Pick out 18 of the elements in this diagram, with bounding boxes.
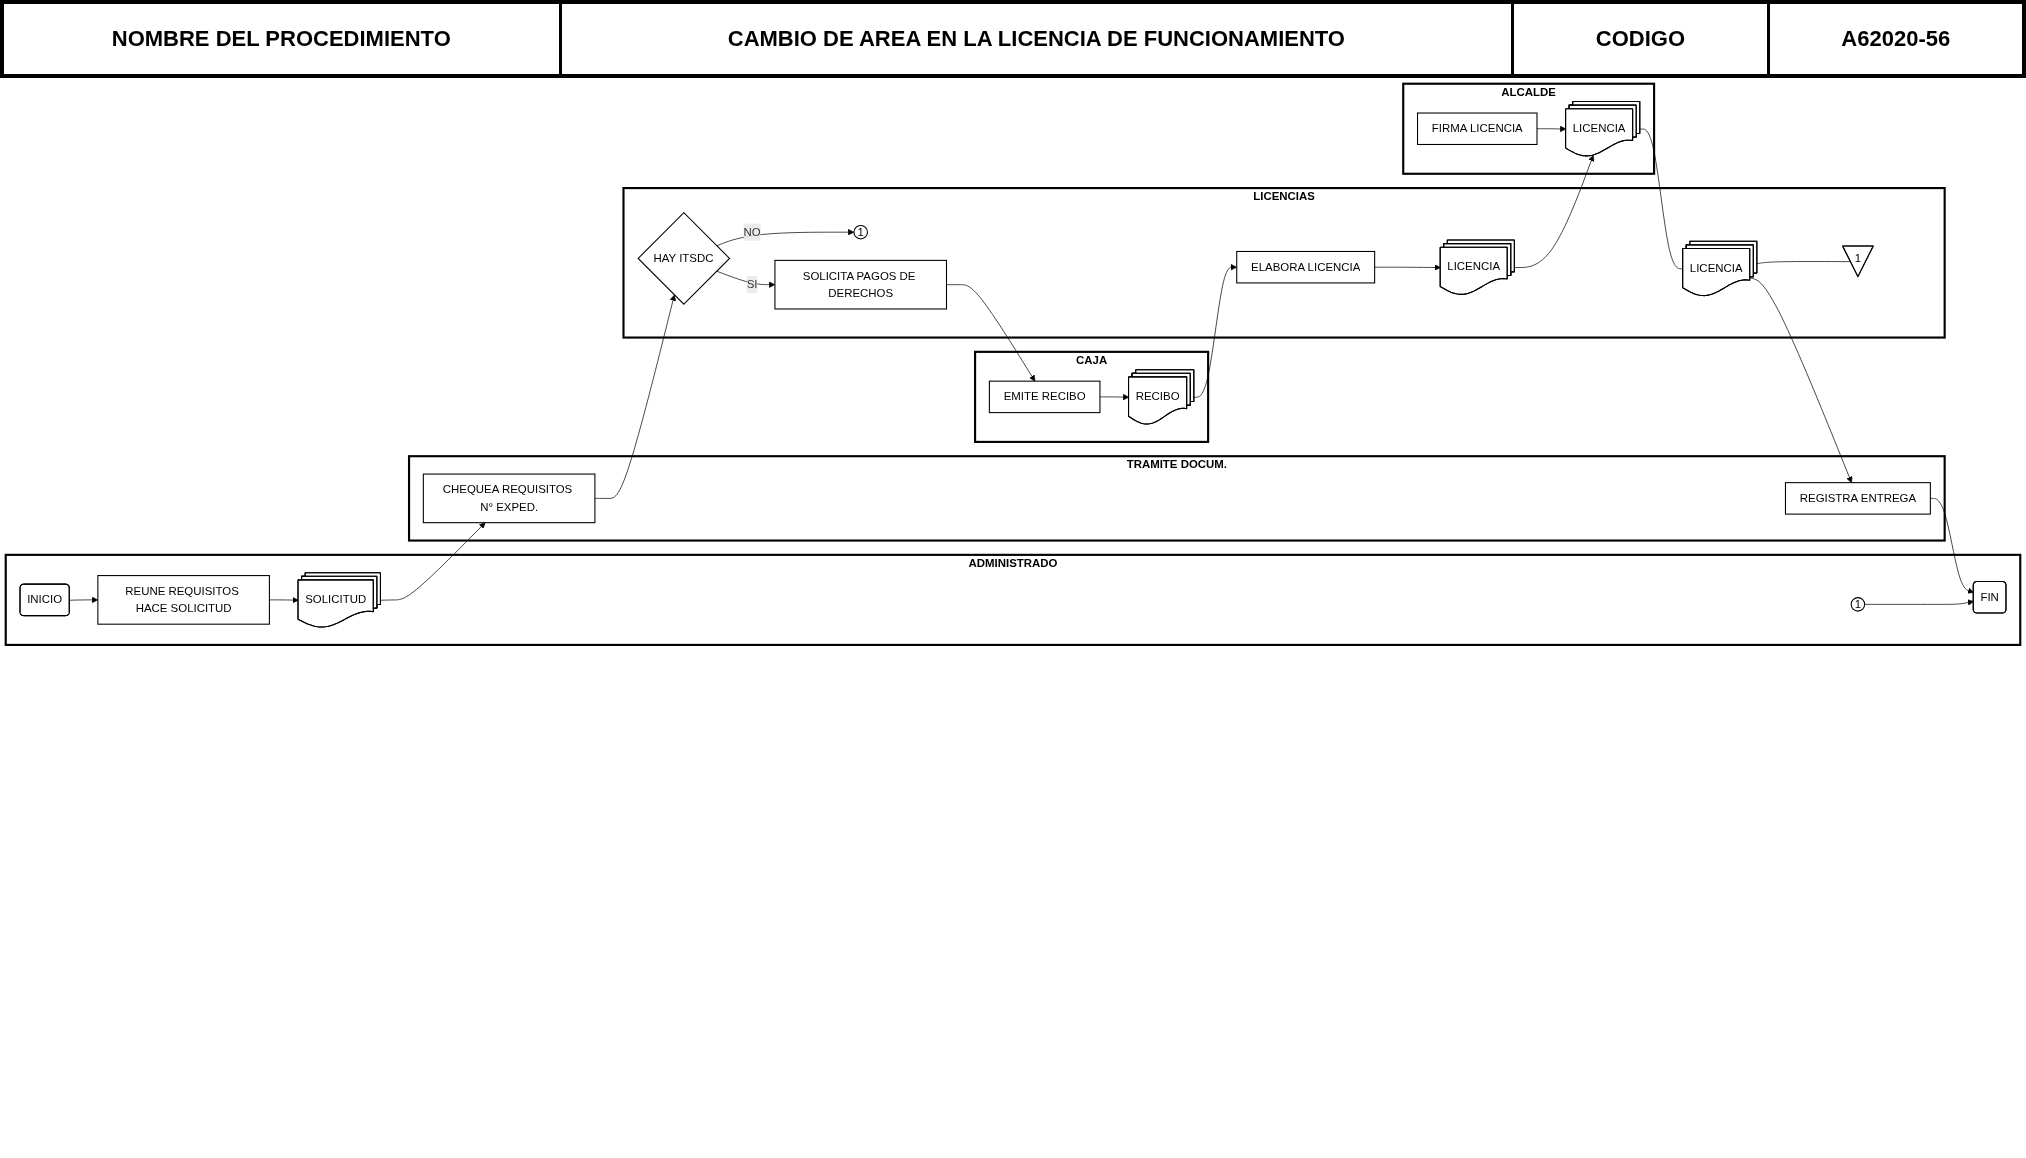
edge-label: NO <box>743 225 761 238</box>
header-value: CAMBIO DE AREA EN LA LICENCIA DE FUNCIONAMIENTO <box>561 4 1515 74</box>
node-circle: 1 <box>853 224 868 240</box>
node-box: FIRMA LICENCIA <box>1417 112 1538 145</box>
connector <box>1639 128 1684 270</box>
edge-label: SI <box>746 278 758 291</box>
node-diamond: HAY ITSDC <box>637 211 731 305</box>
node-box: REUNE REQUISITOS HACE SOLICITUD <box>97 575 270 625</box>
header-label: CODIGO <box>1514 4 1770 74</box>
node-box: REGISTRA ENTREGA <box>1784 482 1931 515</box>
node-box: SOLICITA PAGOS DE DERECHOS <box>774 259 948 310</box>
node-box: CHEQUEA REQUISITOS N° EXPED. <box>422 473 596 524</box>
connector <box>1756 261 1851 264</box>
header-value: A62020-56 <box>1840 25 1952 53</box>
node-box: ELABORA LICENCIA <box>1236 250 1376 284</box>
header-label: NOMBRE DEL PROCEDIMIENTO <box>4 4 562 74</box>
node-box: EMITE RECIBO <box>988 380 1101 414</box>
node-circle: 1 <box>1850 597 1866 612</box>
